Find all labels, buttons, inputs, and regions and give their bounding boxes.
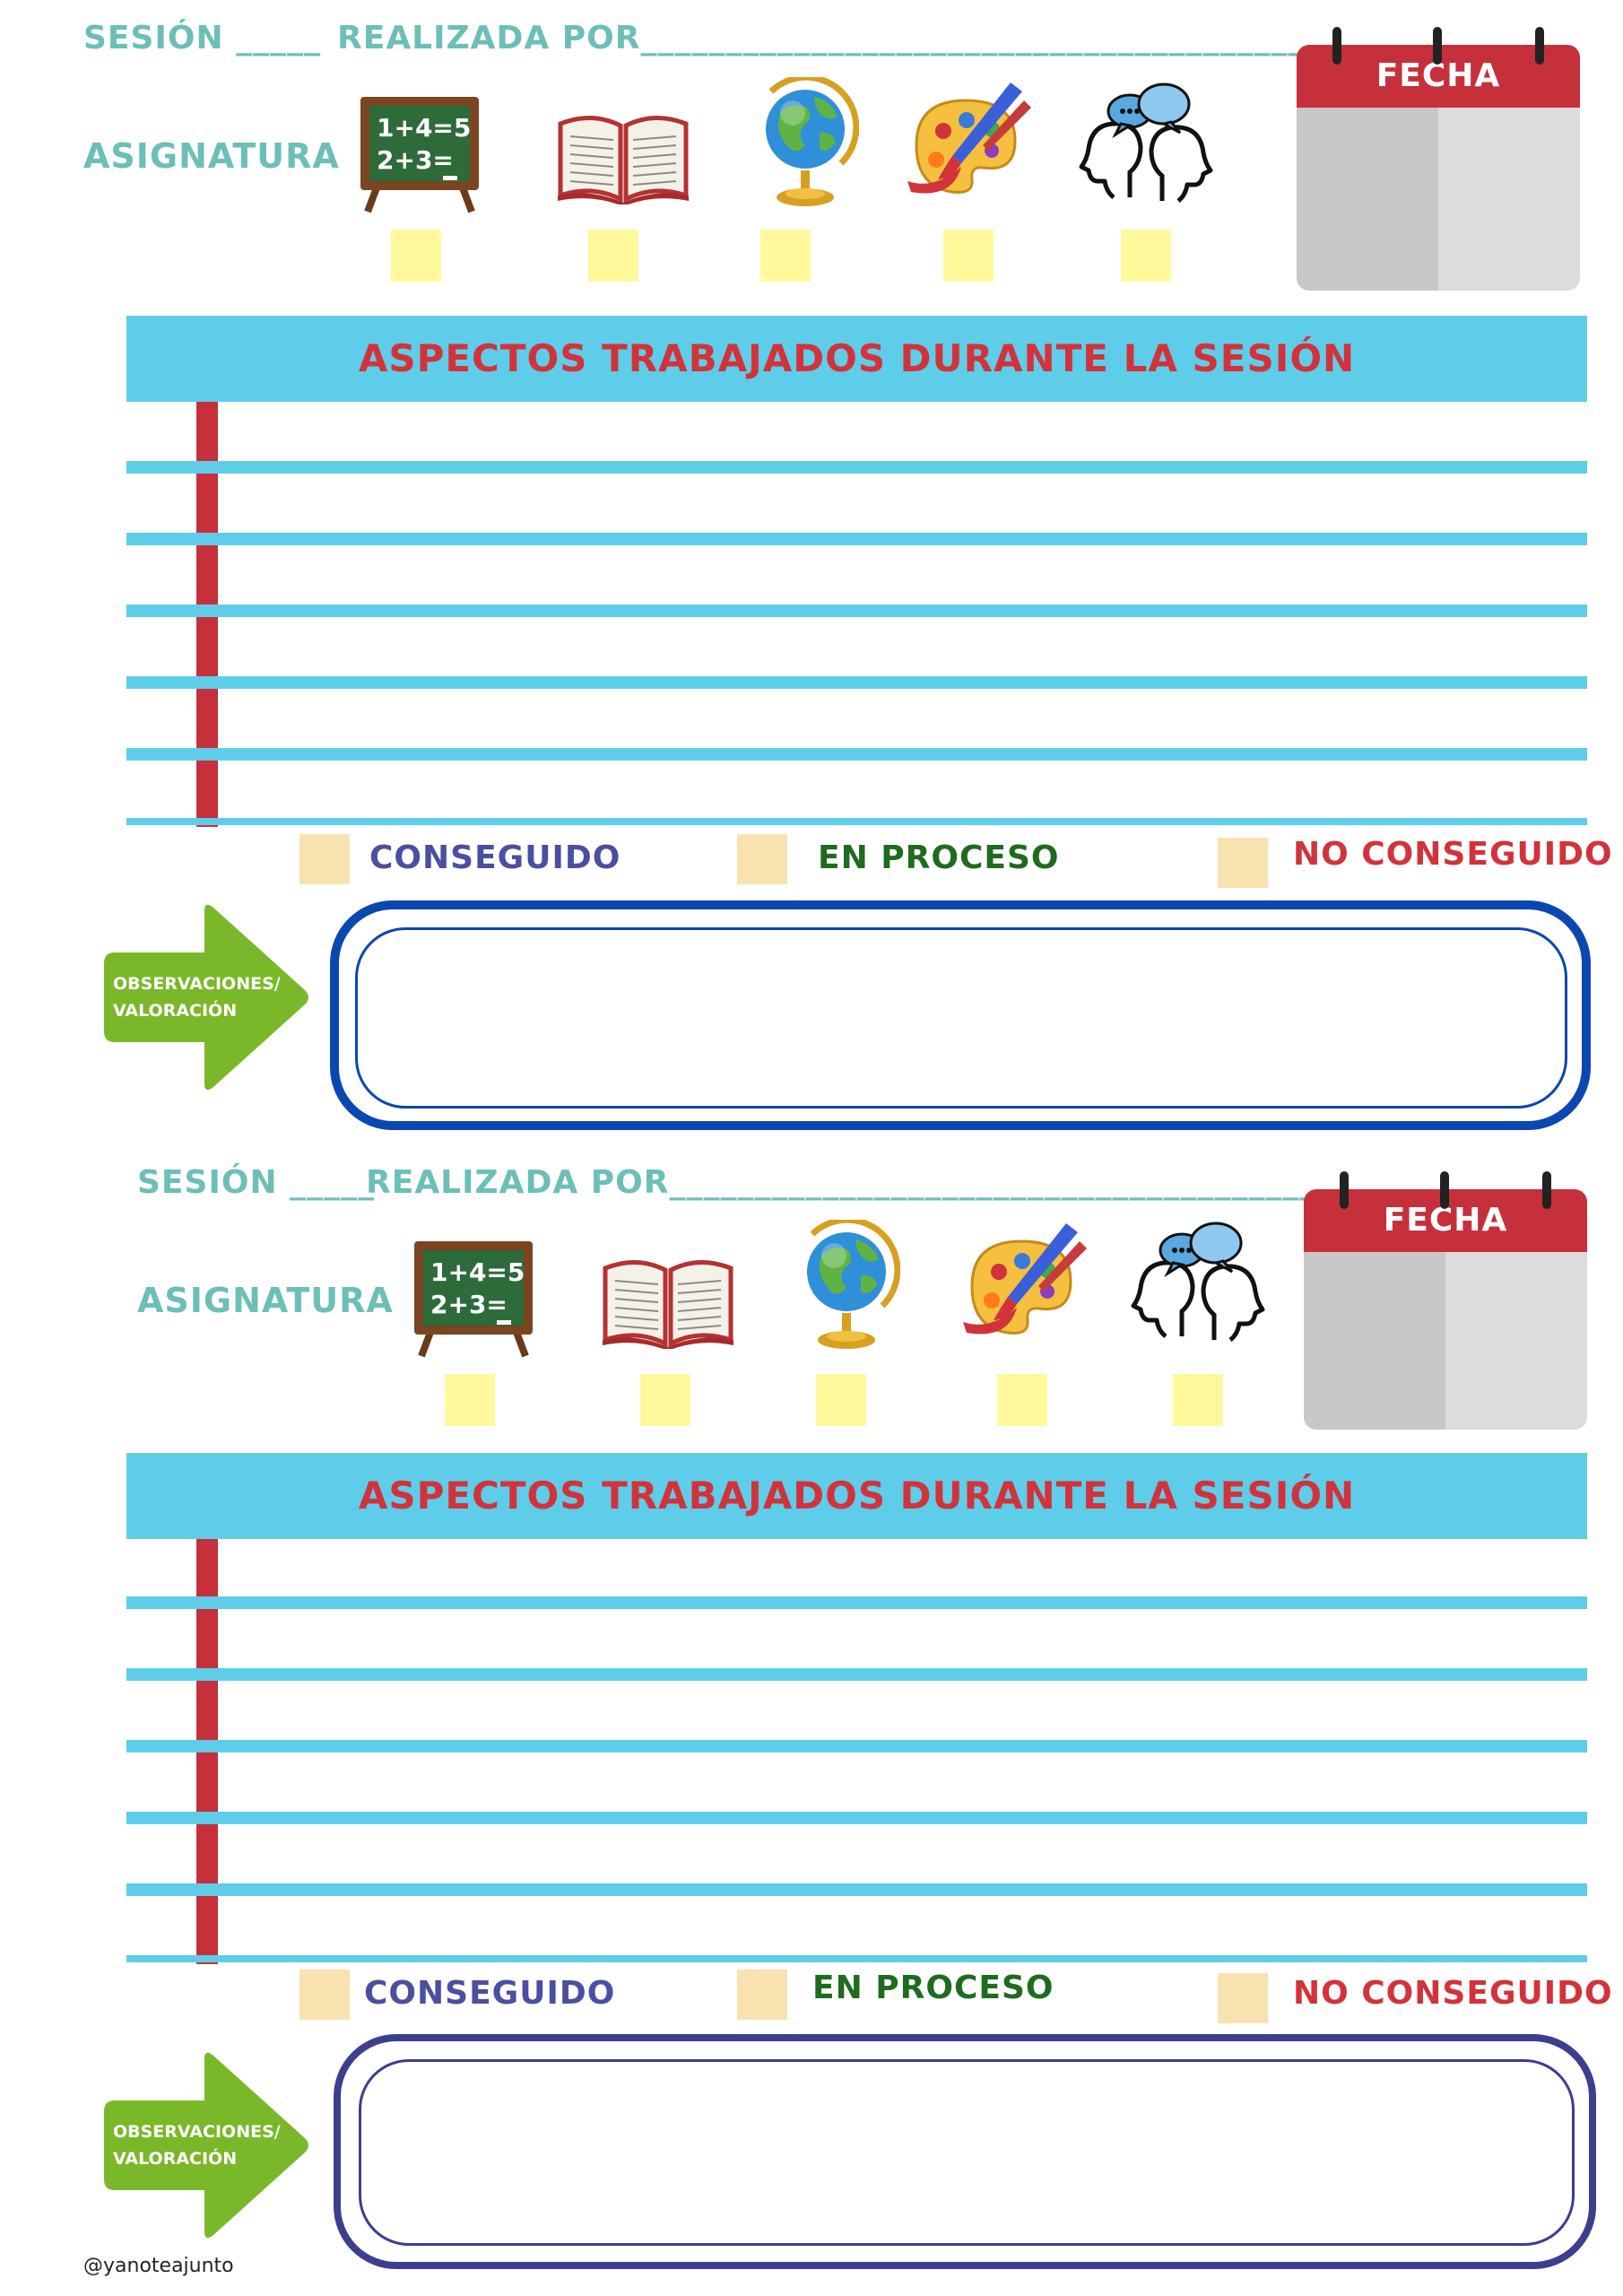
date-calendar: FECHA (1297, 27, 1580, 291)
status-label-done: CONSEGUIDO (369, 839, 621, 876)
observations-field[interactable] (355, 927, 1567, 1109)
date-field[interactable] (1304, 1252, 1587, 1430)
subject-label: ASIGNATURA (137, 1281, 394, 1320)
session-number-label: SESIÓN _____ (83, 20, 322, 57)
calendar-ring (1535, 27, 1544, 65)
subject-checkbox-communication[interactable] (1121, 230, 1171, 282)
observations-arrow-icon: OBSERVACIONES/ VALORACIÓN (97, 899, 312, 1096)
subject-checkbox-art[interactable] (997, 1374, 1047, 1426)
observations-arrow-icon: OBSERVACIONES/ VALORACIÓN (97, 2047, 312, 2244)
conversation-icon (1074, 81, 1218, 206)
calendar-ring (1340, 1171, 1349, 1209)
chalkboard-line-2: 2+3= (430, 1290, 508, 1319)
assessment-label: VALORACIÓN (113, 1001, 238, 1021)
date-field[interactable] (1297, 108, 1580, 291)
writing-line[interactable] (126, 461, 1587, 474)
status-checkbox-done[interactable] (299, 834, 350, 884)
subject-checkbox-social-science[interactable] (816, 1374, 866, 1426)
writing-line[interactable] (126, 1740, 1587, 1752)
status-checkbox-in-progress[interactable] (737, 1970, 787, 2020)
performed-by-label: REALIZADA POR___________________________… (366, 1164, 1436, 1201)
chalkboard-line-1: 1+4=5 (430, 1257, 525, 1287)
writing-line[interactable] (126, 1596, 1587, 1609)
subject-checkbox-language[interactable] (588, 230, 638, 282)
status-label-done: CONSEGUIDO (364, 1975, 616, 2012)
globe-icon (793, 1220, 900, 1354)
calendar-ring (1332, 27, 1341, 65)
book-icon (601, 1250, 735, 1349)
status-label-in-progress: EN PROCESO (818, 839, 1060, 876)
writing-line[interactable] (126, 533, 1587, 545)
author-credit: @yanoteajunto (83, 2255, 234, 2277)
section-banner: ASPECTOS TRABAJADOS DURANTE LA SESIÓN (126, 316, 1587, 402)
subject-checkbox-art[interactable] (943, 230, 994, 282)
observations-label: OBSERVACIONES/ (113, 974, 281, 994)
subject-checkbox-communication[interactable] (1173, 1374, 1223, 1426)
subject-checkbox-math[interactable] (445, 1374, 495, 1426)
section-banner: ASPECTOS TRABAJADOS DURANTE LA SESIÓN (126, 1453, 1587, 1539)
writing-line[interactable] (126, 1883, 1587, 1896)
status-label-in-progress: EN PROCESO (812, 1970, 1055, 2006)
subject-checkbox-math[interactable] (391, 230, 441, 282)
subject-checkbox-language[interactable] (640, 1374, 690, 1426)
status-label-not-done: NO CONSEGUIDO (1293, 1975, 1613, 2012)
status-checkbox-not-done[interactable] (1218, 838, 1268, 888)
book-icon (556, 106, 690, 204)
date-label: FECHA (1304, 1189, 1587, 1252)
status-checkbox-done[interactable] (299, 1970, 350, 2020)
writing-line[interactable] (126, 1668, 1587, 1681)
observations-label: OBSERVACIONES/ (113, 2122, 281, 2142)
calendar-ring (1542, 1171, 1551, 1209)
date-calendar: FECHA (1304, 1171, 1587, 1430)
paint-palette-icon (898, 74, 1033, 208)
writing-line[interactable] (126, 818, 1587, 825)
chalkboard-icon: 1+4=5 2+3= (357, 93, 482, 215)
status-checkbox-in-progress[interactable] (737, 834, 787, 884)
observations-field[interactable] (359, 2059, 1575, 2246)
status-checkbox-not-done[interactable] (1218, 1973, 1268, 2023)
calendar-ring (1440, 1171, 1449, 1209)
subject-label: ASIGNATURA (83, 136, 340, 176)
chalkboard-line-1: 1+4=5 (377, 113, 471, 143)
globe-icon (751, 77, 859, 212)
writing-line[interactable] (126, 1955, 1587, 1962)
writing-line[interactable] (126, 1812, 1587, 1824)
writing-line[interactable] (126, 604, 1587, 617)
subject-checkbox-social-science[interactable] (760, 230, 811, 282)
session-number-label: SESIÓN _____ (137, 1164, 376, 1201)
writing-line[interactable] (126, 748, 1587, 761)
writing-line[interactable] (126, 676, 1587, 689)
chalkboard-icon: 1+4=5 2+3= (411, 1238, 536, 1360)
assessment-label: VALORACIÓN (113, 2149, 238, 2169)
status-label-not-done: NO CONSEGUIDO (1293, 836, 1613, 873)
performed-by-label: REALIZADA POR___________________________… (337, 20, 1408, 57)
conversation-icon (1126, 1220, 1270, 1345)
paint-palette-icon (954, 1214, 1089, 1349)
calendar-ring (1433, 27, 1442, 65)
chalkboard-line-2: 2+3= (377, 145, 454, 175)
